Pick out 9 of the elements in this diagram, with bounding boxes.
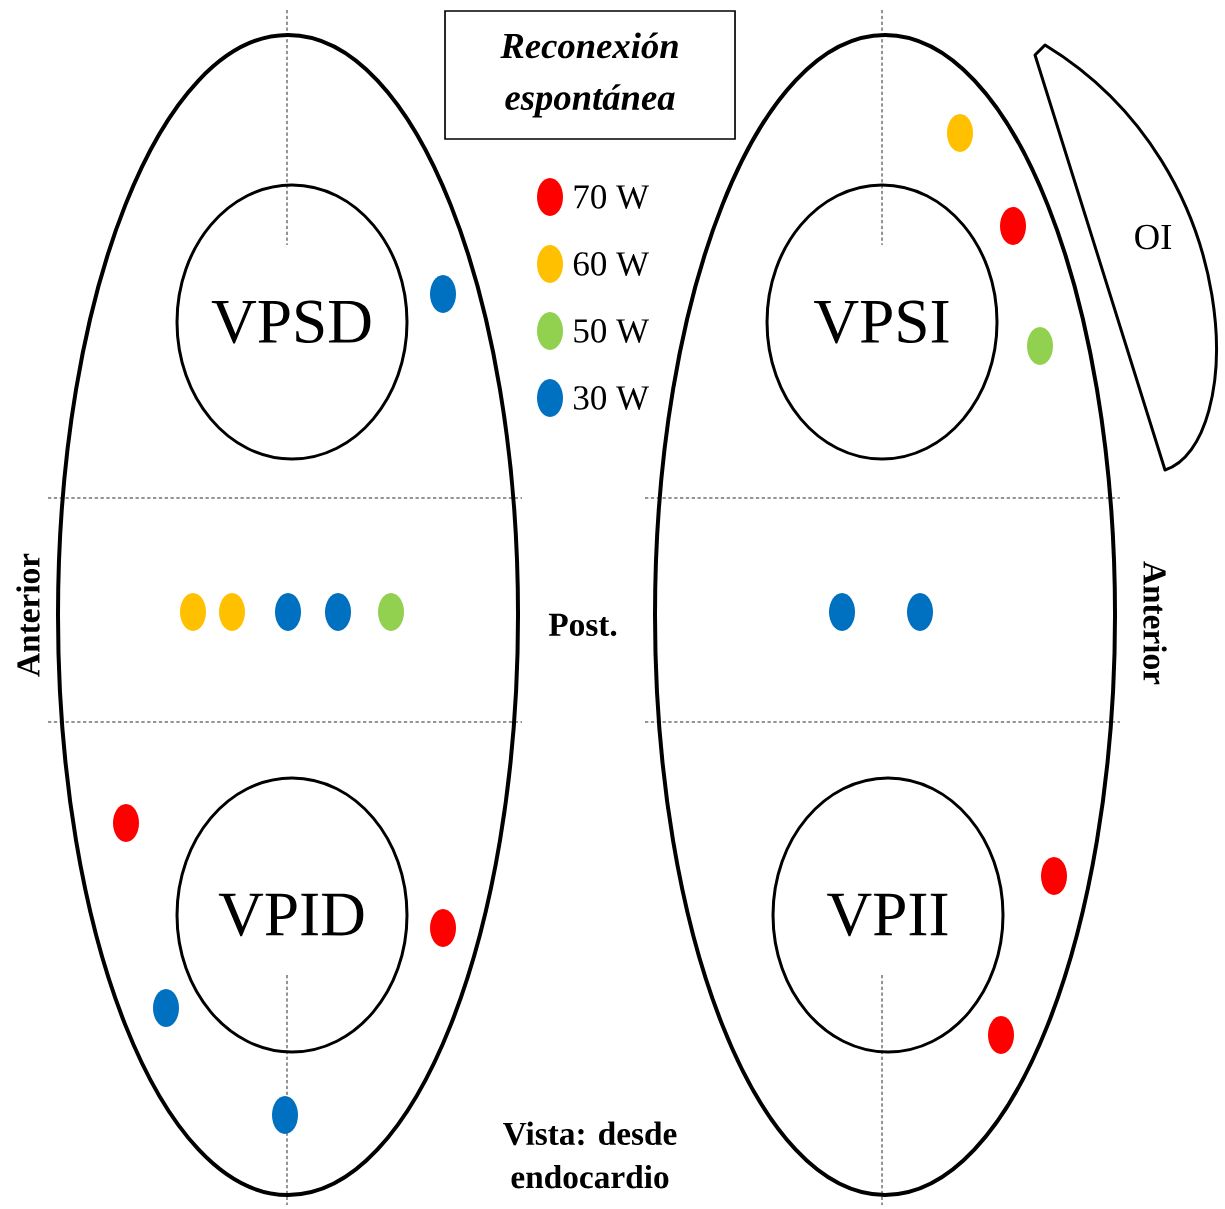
legend-label: 70 W bbox=[574, 185, 650, 209]
side-label: Post. bbox=[548, 613, 617, 637]
side-label: Anterior bbox=[1143, 561, 1167, 685]
legend-label: 50 W bbox=[574, 319, 650, 343]
side-label: Anterior bbox=[16, 553, 40, 677]
legend-label: 30 W bbox=[574, 386, 650, 410]
legend-label: 60 W bbox=[573, 252, 650, 276]
title-box: Reconexión espontánea bbox=[444, 10, 736, 140]
side-label: Vista: desde endocardio bbox=[503, 1121, 677, 1189]
